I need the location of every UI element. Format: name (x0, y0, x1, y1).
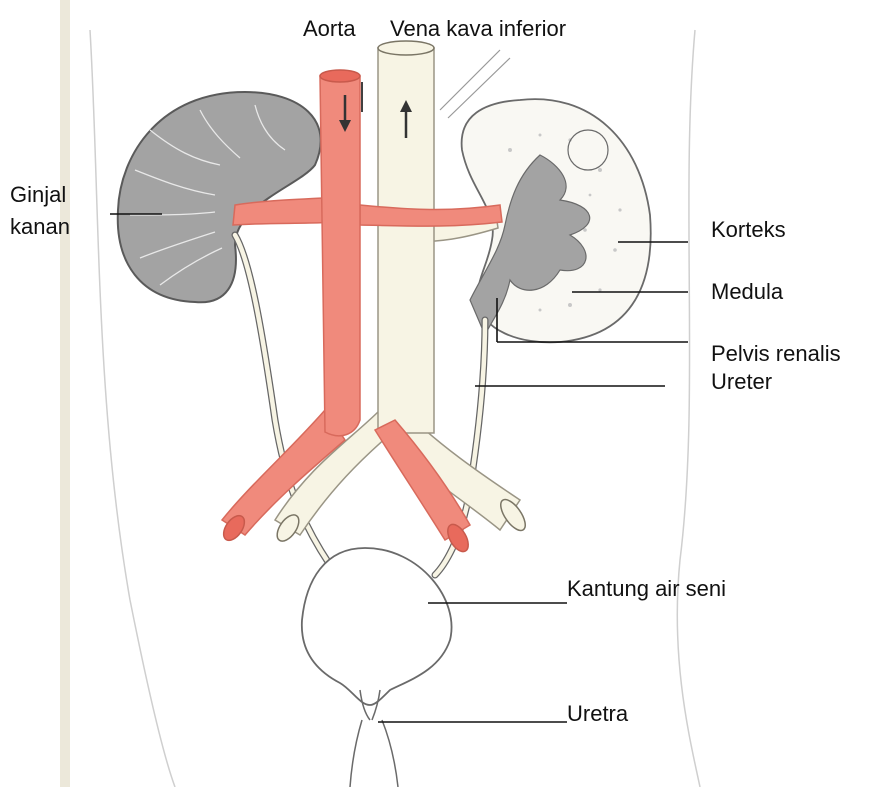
label-right-kidney-line1: Ginjal (10, 182, 66, 208)
urethra-right-wall (382, 720, 398, 787)
label-aorta: Aorta (303, 16, 356, 42)
sketch-line (440, 50, 500, 110)
bladder (302, 548, 452, 705)
label-bladder: Kantung air seni (567, 576, 726, 602)
label-urethra: Uretra (567, 701, 628, 727)
vena-cava-opening (378, 41, 434, 55)
label-ureter: Ureter (711, 369, 772, 395)
label-right-kidney-line2: kanan (10, 214, 70, 240)
label-medulla: Medula (711, 279, 783, 305)
label-renal-pelvis: Pelvis renalis (711, 341, 841, 367)
body-outline-right (677, 30, 700, 787)
aorta-opening (320, 70, 360, 82)
paper-edge (60, 0, 70, 787)
right-kidney (118, 92, 321, 302)
aorta (320, 76, 360, 436)
label-vena-cava: Vena kava inferior (390, 16, 566, 42)
label-cortex: Korteks (711, 217, 786, 243)
urethra-left-wall (350, 720, 362, 787)
